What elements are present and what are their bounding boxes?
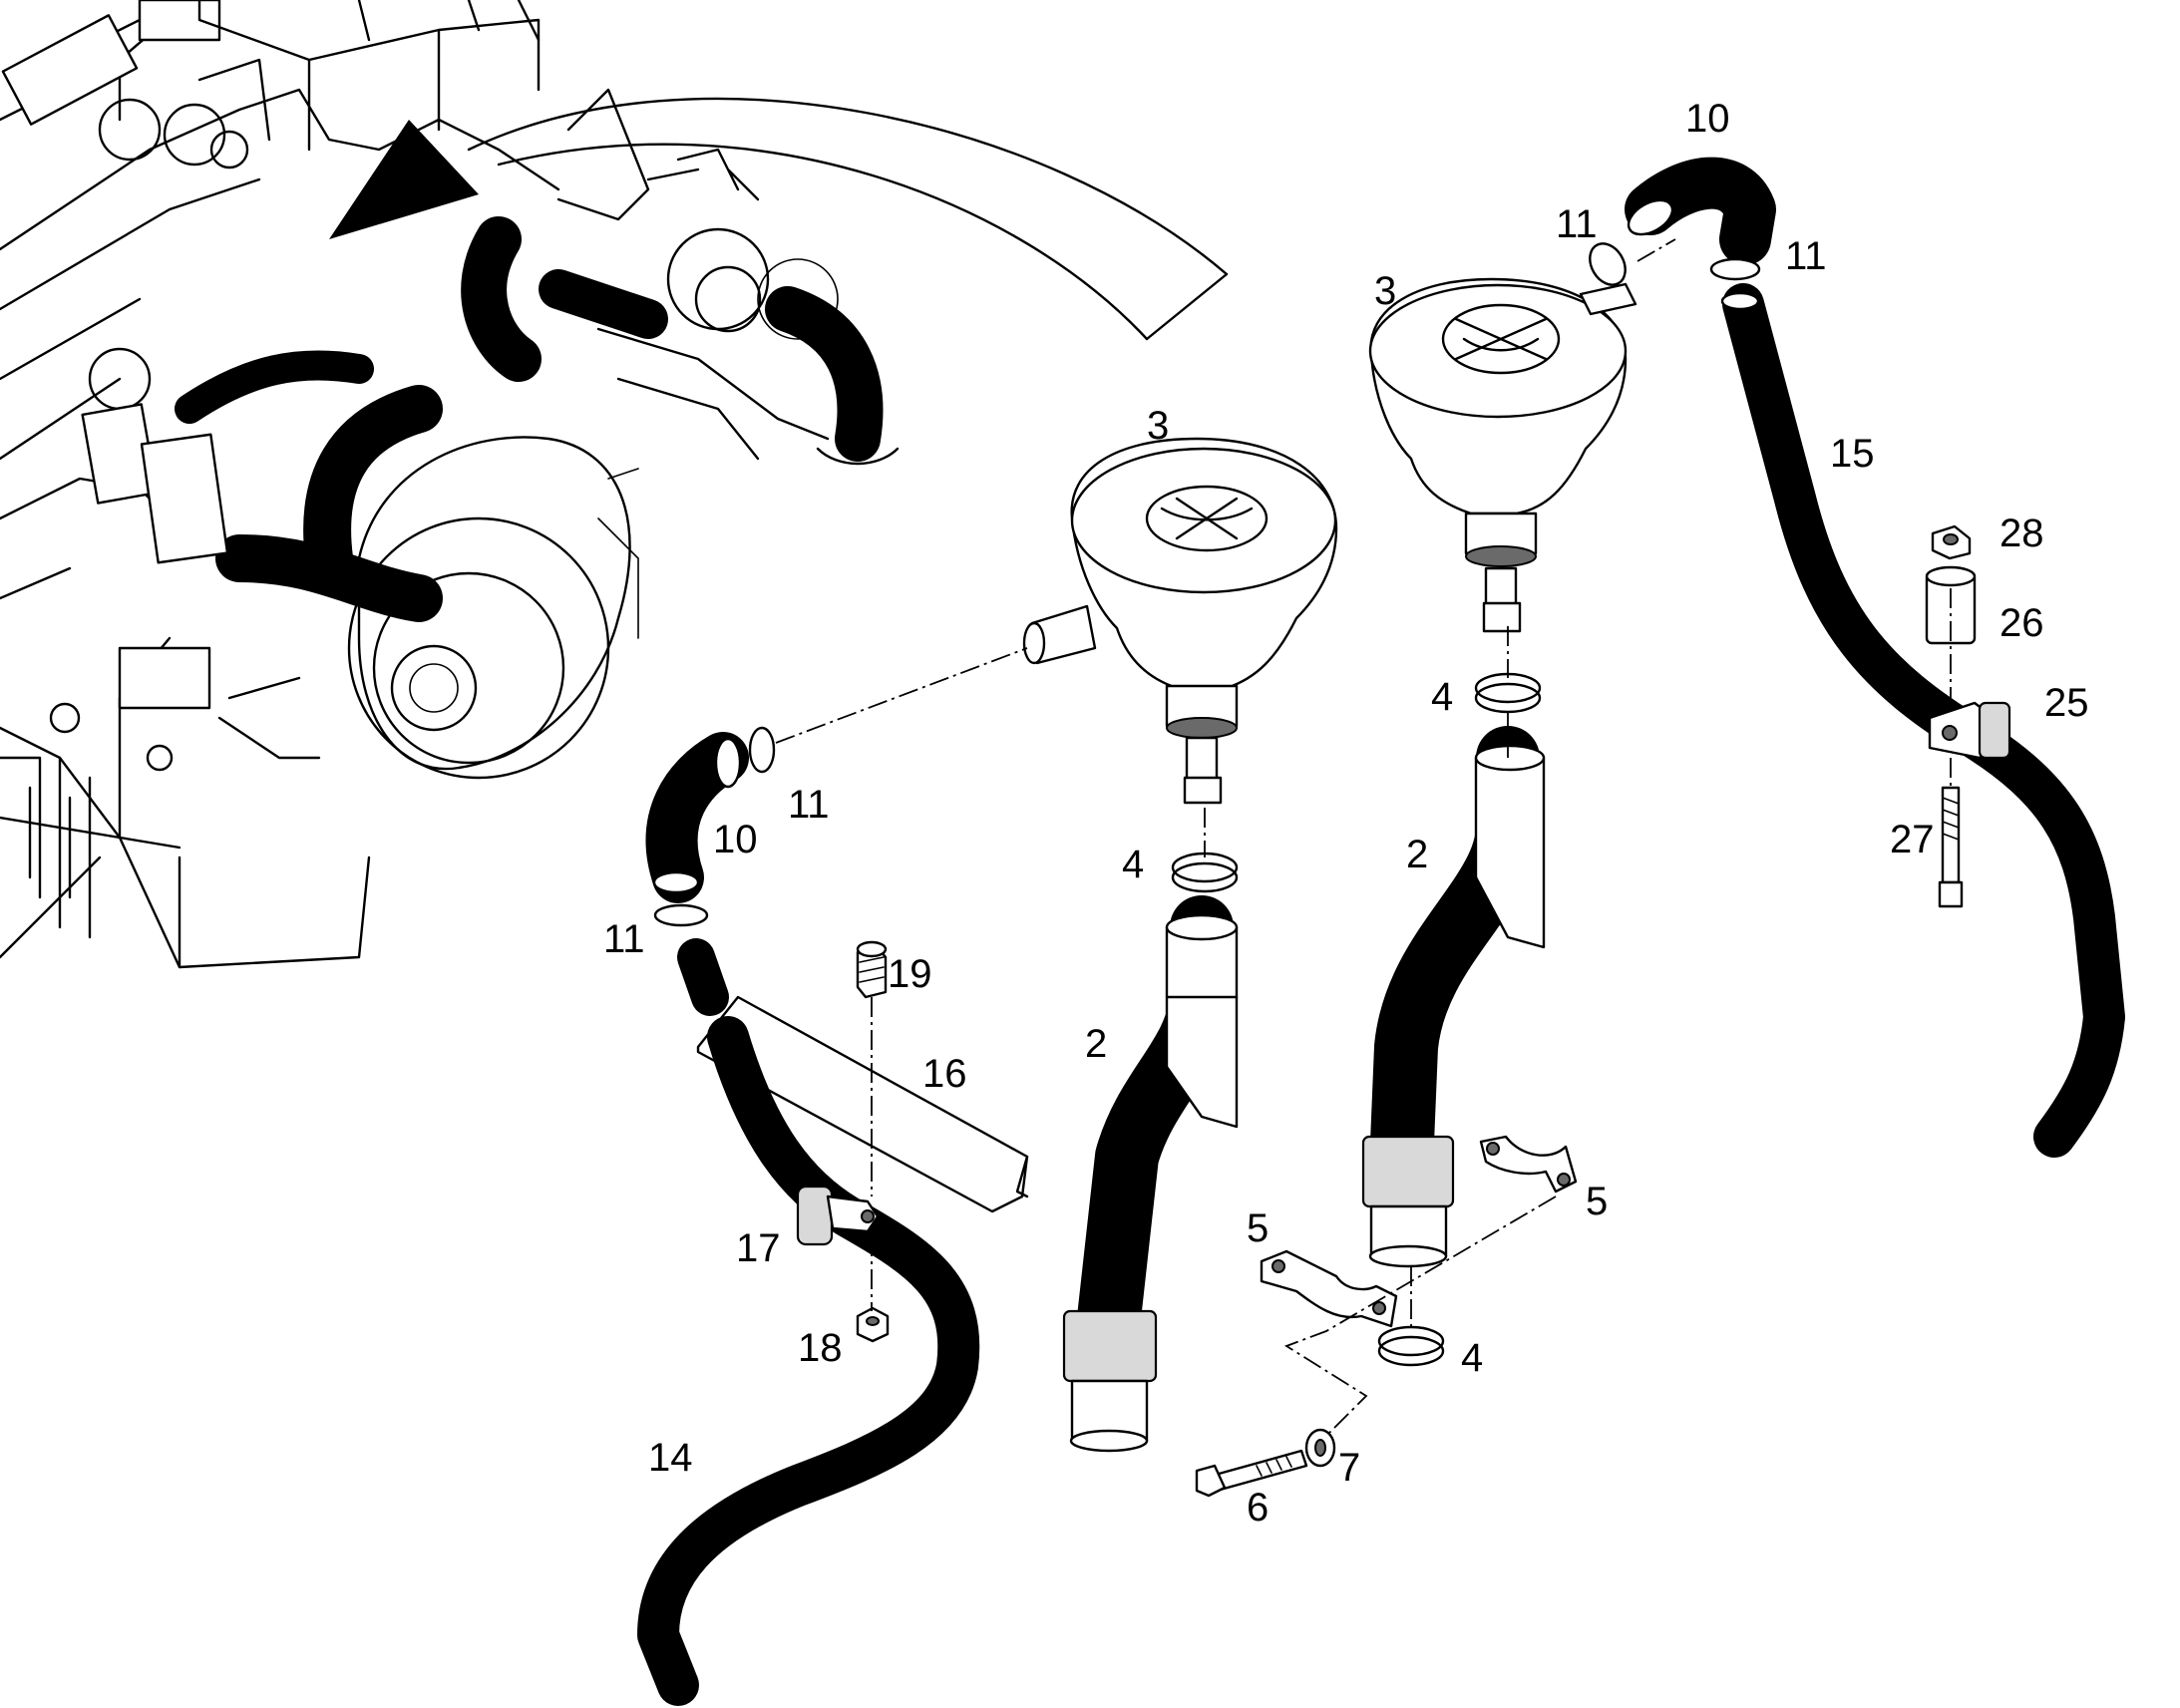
callout-7: 7 [1338,1446,1360,1490]
bracket-and-hardware [696,940,1029,1343]
engine-illustration [0,0,1229,969]
callout-18: 18 [798,1326,843,1370]
callout-6: 6 [1247,1486,1269,1530]
callout-11-mid: 11 [788,783,830,827]
callout-15: 15 [1830,432,1875,476]
callout-17: 17 [736,1226,781,1270]
callout-2-left: 2 [1085,1022,1107,1066]
callout-16: 16 [922,1052,967,1096]
callout-5-left: 5 [1247,1206,1269,1250]
callout-10-left: 10 [713,818,758,861]
pipe-left [1062,895,1239,1453]
assembly-lines [775,238,1952,1437]
callout-labels: 3 3 10 11 11 15 28 26 25 27 4 2 11 10 11… [603,97,2089,1530]
callout-4-left: 4 [1122,843,1144,886]
callout-19: 19 [888,952,932,996]
elbow-hose-right [1589,157,1776,286]
clamp-halves [1260,1135,1578,1328]
oil-separator-left [1022,437,1338,805]
callout-27: 27 [1890,818,1935,861]
callout-2-right: 2 [1406,833,1428,876]
callout-26: 26 [1999,601,2044,645]
oil-separator-right [1368,277,1637,633]
callout-5-right: 5 [1586,1180,1608,1223]
callout-11-top-right: 11 [1785,234,1827,278]
callout-4-lower: 4 [1461,1336,1483,1380]
callout-11-top-left: 11 [1556,202,1598,246]
bolt-and-washer [1195,1428,1336,1498]
seal-rings [1171,672,1542,1367]
callout-28: 28 [1999,512,2044,555]
clip-spacer-hardware [1925,524,2011,908]
callout-25: 25 [2044,681,2089,725]
callout-4-right-upper: 4 [1431,675,1453,719]
callout-14: 14 [648,1436,693,1480]
callout-3-right: 3 [1374,269,1396,313]
breather-hose-14 [637,1016,980,1706]
callout-11-left: 11 [603,917,645,961]
breather-hose-15 [1720,283,2125,1158]
callout-10-top: 10 [1685,97,1730,141]
elbow-hose-left [645,726,776,1016]
callout-3-left: 3 [1147,404,1169,448]
pipe-right [1361,726,1546,1268]
